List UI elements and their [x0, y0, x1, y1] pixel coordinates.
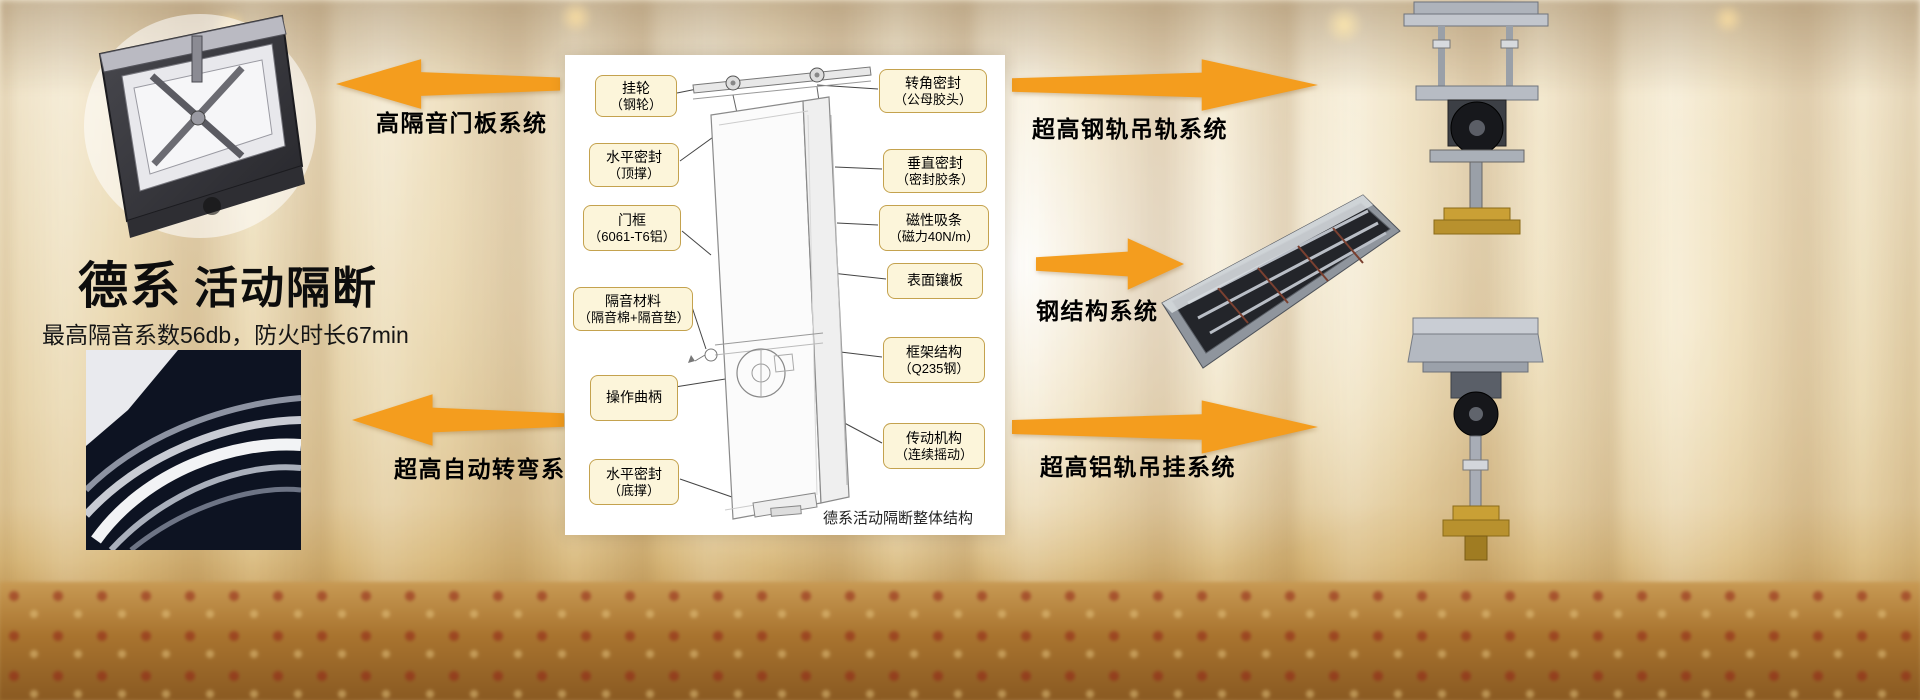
arrow-steel-structure-system: [1036, 236, 1184, 292]
ballroom-carpet: [0, 582, 1920, 700]
callout-title: 水平密封: [606, 465, 662, 482]
callout-drive-mechanism: 传动机构 （连续摇动）: [883, 423, 985, 469]
diagram-panel: 挂轮 （钢轮） 水平密封 （顶撑） 门框 （6061-T6铝） 隔音材料 （隔音…: [565, 55, 1005, 535]
right-arrow-icon: [1012, 400, 1318, 454]
callout-title: 转角密封: [905, 74, 961, 91]
callout-sub: （6061-T6铝）: [588, 228, 676, 244]
callout-door-frame: 门框 （6061-T6铝）: [583, 205, 681, 251]
callout-corner-seal: 转角密封 （公母胶头）: [879, 69, 987, 113]
callout-surface-panel: 表面镶板: [887, 263, 983, 299]
callout-frame-structure: 框架结构 （Q235钢）: [883, 337, 985, 383]
arrow-door-panel-system: [336, 57, 560, 111]
callout-title: 磁性吸条: [906, 211, 962, 228]
callout-sub: （底撑）: [607, 482, 660, 498]
product-subtitle: 最高隔音系数56db，防火时长67min: [42, 322, 409, 348]
callout-acoustic-material: 隔音材料 （隔音棉+隔音垫）: [573, 287, 693, 331]
callout-title: 表面镶板: [907, 272, 963, 289]
callout-sub: （顶撑）: [607, 165, 660, 181]
brand-name: 德系: [78, 258, 182, 314]
product-photo-steel-rail-hanger: [1386, 0, 1566, 240]
callout-sub: （连续摇动）: [894, 446, 973, 462]
callout-sub: （Q235钢）: [898, 360, 970, 376]
arrow-steel-rail-system: [1012, 57, 1318, 113]
system-label-steel-structure: 钢结构系统: [1036, 298, 1159, 324]
product-photo-steel-structure: [1158, 183, 1403, 383]
arrow-aluminum-rail-system: [1012, 398, 1318, 456]
product-photo-curved-track: [86, 350, 301, 550]
callout-sub: （磁力40N/m）: [888, 228, 980, 244]
system-label-aluminum-rail: 超高铝轨吊挂系统: [1040, 454, 1236, 480]
diagram-caption: 德系活动隔断整体结构: [823, 510, 974, 527]
callout-horizontal-seal-top: 水平密封 （顶撑）: [589, 143, 679, 187]
system-label-steel-rail: 超高钢轨吊轨系统: [1032, 116, 1228, 142]
callout-horizontal-seal-bottom: 水平密封 （底撑）: [589, 459, 679, 505]
left-arrow-icon: [352, 394, 564, 446]
callout-title: 挂轮: [622, 79, 650, 96]
callout-title: 隔音材料: [605, 292, 661, 309]
callout-title: 传动机构: [906, 429, 962, 446]
right-arrow-icon: [1012, 59, 1318, 111]
callout-title: 垂直密封: [907, 154, 963, 171]
callout-sub: （密封胶条）: [895, 171, 974, 187]
callout-sub: （公母胶头）: [893, 91, 972, 107]
product-name: 活动隔断: [194, 264, 378, 313]
callout-sub: （隔音棉+隔音垫）: [578, 309, 690, 325]
arrow-auto-turn-system: [352, 392, 564, 448]
callout-title: 门框: [618, 211, 646, 228]
callout-title: 框架结构: [906, 343, 962, 360]
system-label-auto-turn: 超高自动转弯系统: [394, 456, 590, 482]
partition-structure-diagram: [674, 66, 887, 520]
callout-operating-crank: 操作曲柄: [590, 375, 678, 421]
page-title: 德系活动隔断: [78, 246, 378, 318]
callout-sub: （钢轮）: [609, 96, 662, 112]
product-photo-door-top-mechanism: [82, 6, 317, 246]
system-label-door-panel: 高隔音门板系统: [376, 110, 548, 136]
left-arrow-icon: [336, 59, 560, 109]
callout-magnetic-strip: 磁性吸条 （磁力40N/m）: [879, 205, 989, 251]
callout-hanging-wheel: 挂轮 （钢轮）: [595, 75, 677, 117]
callout-title: 操作曲柄: [606, 389, 662, 406]
product-photo-aluminum-rail-hanger: [1393, 310, 1558, 575]
callout-vertical-seal: 垂直密封 （密封胶条）: [883, 149, 987, 193]
callout-title: 水平密封: [606, 148, 662, 165]
right-arrow-icon: [1036, 238, 1184, 290]
